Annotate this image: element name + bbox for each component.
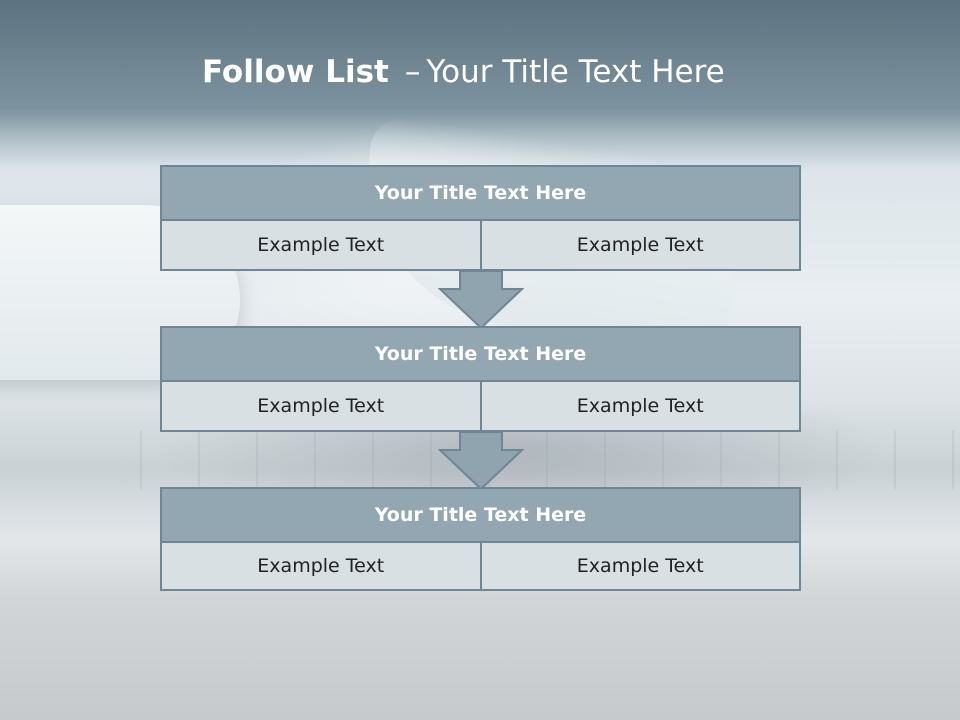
list-block-1: Your Title Text Here Example Text Exampl…	[160, 165, 801, 271]
list-block-2: Your Title Text Here Example Text Exampl…	[160, 326, 801, 432]
slide-title: Follow List–Your Title Text Here	[0, 54, 960, 90]
block-heading: Your Title Text Here	[160, 326, 801, 382]
block-cell-left: Example Text	[160, 543, 482, 591]
down-arrow-icon	[438, 270, 524, 330]
down-arrow-icon	[438, 431, 524, 491]
block-cell-left: Example Text	[160, 221, 482, 271]
background-keyboard-image	[140, 430, 960, 490]
block-heading: Your Title Text Here	[160, 165, 801, 221]
block-cell-right: Example Text	[481, 382, 801, 432]
block-cell-right: Example Text	[481, 543, 801, 591]
slide-title-rest: Your Title Text Here	[426, 54, 725, 90]
slide-title-bold: Follow List	[202, 54, 389, 90]
block-cell-left: Example Text	[160, 382, 482, 432]
list-block-3: Your Title Text Here Example Text Exampl…	[160, 487, 801, 591]
block-cell-right: Example Text	[481, 221, 801, 271]
slide-title-separator: –	[404, 54, 421, 90]
block-heading: Your Title Text Here	[160, 487, 801, 543]
